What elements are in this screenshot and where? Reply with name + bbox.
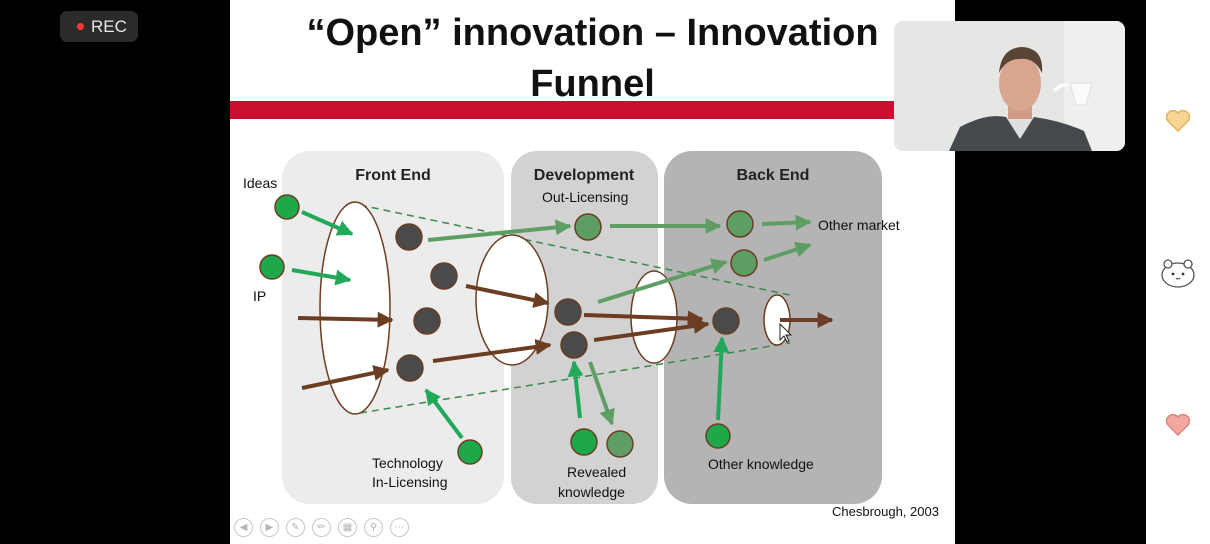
stage-panel-development [511, 151, 658, 504]
label-revealed: Revealed [567, 464, 626, 480]
rec-label: REC [91, 16, 127, 36]
project-arrow [465, 284, 550, 308]
title-accent-bar [230, 101, 955, 119]
label-technology: Technology [372, 455, 443, 471]
outflow-arrow [597, 258, 728, 304]
funnel-boundary-top [359, 204, 791, 296]
internal-node [554, 298, 582, 326]
licensed-node [574, 213, 602, 241]
licensed-node [606, 430, 634, 458]
slides-grid-icon[interactable]: ▦ [338, 518, 357, 537]
label-out-licensing: Out-Licensing [542, 189, 628, 205]
project-arrow [297, 311, 394, 328]
internal-node [395, 223, 423, 251]
bear-icon[interactable] [1159, 254, 1197, 290]
external-node [457, 439, 483, 465]
stage-label-back-end: Back End [737, 167, 810, 184]
right-sidebar [1146, 0, 1210, 544]
zoom-icon[interactable]: ⚲ [364, 518, 383, 537]
project-arrow [301, 365, 390, 390]
slide-title-line1: “Open” innovation – Innovation [306, 12, 879, 54]
label-ideas: Ideas [243, 175, 277, 191]
inflow-arrow [567, 360, 584, 419]
rec-badge: REC [60, 11, 138, 42]
inflow-arrow [291, 268, 352, 286]
more-options-icon[interactable]: ⋯ [390, 518, 409, 537]
licensed-node [726, 210, 754, 238]
project-arrow [432, 339, 552, 363]
presentation-slide: “Open” innovation – Innovation Funnel Fr… [230, 0, 955, 544]
internal-node [430, 262, 458, 290]
slide-title: “Open” innovation – Innovation Funnel [230, 8, 955, 110]
inflow-arrow [301, 210, 354, 236]
outflow-arrow [761, 214, 812, 231]
funnel-ellipse-1 [319, 201, 391, 415]
label-other-market: Other market [818, 217, 900, 233]
previous-slide-icon[interactable]: ◀ [234, 518, 253, 537]
next-slide-icon[interactable]: ▶ [260, 518, 279, 537]
stage-label-front-end: Front End [355, 167, 431, 184]
mouse-cursor-icon [779, 322, 793, 343]
external-node [570, 428, 598, 456]
internal-node [413, 307, 441, 335]
project-arrow [583, 310, 704, 327]
edit-icon[interactable]: ✏ [312, 518, 331, 537]
internal-node [712, 307, 740, 335]
label-ip: IP [253, 288, 266, 304]
slide-title-line2: Funnel [530, 63, 655, 105]
pen-icon[interactable]: ✎ [286, 518, 305, 537]
webcam-video [894, 21, 1125, 151]
inflow-arrow [713, 336, 730, 421]
slide-nav-controls: ◀ ▶ ✎ ✏ ▦ ⚲ ⋯ [234, 518, 409, 537]
heart-icon[interactable] [1165, 108, 1191, 134]
citation: Chesbrough, 2003 [832, 504, 939, 519]
inflow-arrow [424, 388, 464, 440]
label-knowledge: knowledge [558, 484, 625, 500]
outflow-arrow [427, 219, 572, 242]
outflow-arrow [763, 241, 812, 262]
webcam-presenter-image [894, 21, 1125, 151]
outflow-arrow [588, 361, 615, 426]
internal-node [560, 331, 588, 359]
heart-icon[interactable] [1165, 412, 1191, 438]
external-node [259, 254, 285, 280]
label-in-licensing: In-Licensing [372, 474, 448, 490]
internal-node [396, 354, 424, 382]
label-other-knowledge: Other knowledge [708, 456, 814, 472]
external-node [274, 194, 300, 220]
project-arrow [593, 318, 710, 342]
innovation-funnel-diagram: Front End Development Back End [243, 151, 900, 504]
stage-label-development: Development [534, 167, 635, 184]
licensed-node [730, 249, 758, 277]
record-dot-icon [77, 23, 84, 30]
external-node [705, 423, 731, 449]
